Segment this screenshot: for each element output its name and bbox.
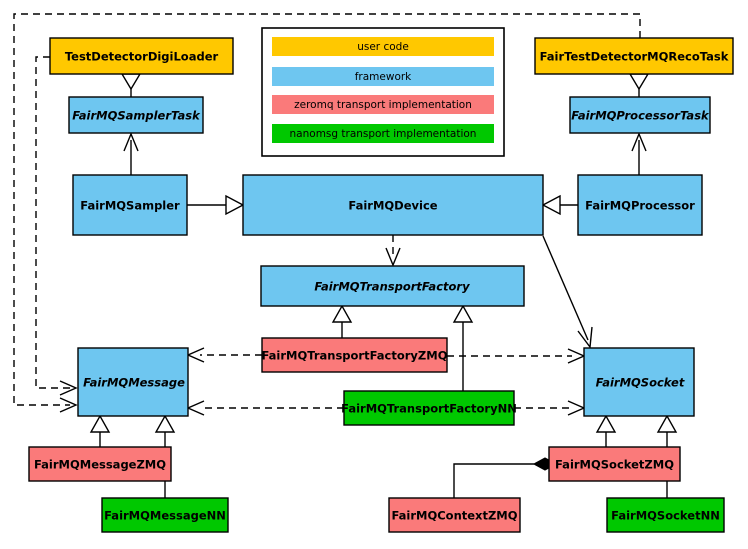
legend-swatch-nanomsg bbox=[272, 124, 494, 143]
legend-swatch-zeromq bbox=[272, 95, 494, 114]
legend: user code framework zeromq transport imp… bbox=[261, 27, 505, 157]
node-box bbox=[49, 37, 234, 75]
node-label: FairMQSampler bbox=[80, 199, 180, 213]
node-FairMQSocket[interactable]: FairMQSocket bbox=[583, 347, 695, 417]
legend-item-user-code: user code bbox=[272, 37, 494, 56]
edge-processortask-to-recotask bbox=[628, 73, 650, 97]
node-label: FairMQSocketZMQ bbox=[555, 458, 674, 472]
node-label: FairMQDevice bbox=[348, 199, 437, 213]
edge-sampler-to-device bbox=[187, 194, 245, 216]
edge-device-to-transportfactory bbox=[385, 235, 401, 267]
node-FairMQSocketZMQ[interactable]: FairMQSocketZMQ bbox=[548, 446, 681, 482]
edge-recotask-to-message bbox=[13, 13, 641, 413]
node-box bbox=[28, 446, 172, 482]
node-box bbox=[388, 497, 521, 533]
node-label: FairMQTransportFactoryZMQ bbox=[261, 349, 447, 363]
edge-device-to-socket bbox=[542, 235, 593, 349]
node-box bbox=[577, 174, 703, 236]
node-box bbox=[72, 174, 188, 236]
legend-swatch-user-code bbox=[272, 37, 494, 56]
node-box bbox=[548, 446, 681, 482]
edge-processor-to-processortask bbox=[631, 132, 647, 175]
legend-swatch-framework bbox=[272, 67, 494, 86]
edge-socketzmq-to-socket bbox=[595, 414, 617, 447]
node-FairMQSampler[interactable]: FairMQSampler bbox=[72, 174, 188, 236]
legend-label-framework: framework bbox=[355, 71, 412, 83]
node-box bbox=[569, 96, 711, 134]
edge-tfnn-to-socket bbox=[514, 400, 586, 416]
node-FairMQTransportFactoryNN[interactable]: FairMQTransportFactoryNN bbox=[341, 390, 517, 426]
node-FairMQProcessor[interactable]: FairMQProcessor bbox=[577, 174, 703, 236]
node-box bbox=[343, 390, 515, 426]
node-FairTestDetectorMQRecoTask[interactable]: FairTestDetectorMQRecoTask bbox=[534, 37, 734, 75]
legend-label-nanomsg: nanomsg transport implementation bbox=[290, 128, 477, 140]
node-TestDetectorDigiLoader[interactable]: TestDetectorDigiLoader bbox=[49, 37, 234, 75]
node-box bbox=[534, 37, 734, 75]
node-FairMQContextZMQ[interactable]: FairMQContextZMQ bbox=[388, 497, 521, 533]
legend-item-nanomsg: nanomsg transport implementation bbox=[272, 124, 494, 143]
node-FairMQMessageZMQ[interactable]: FairMQMessageZMQ bbox=[28, 446, 172, 482]
node-label: FairMQTransportFactoryNN bbox=[341, 402, 517, 416]
edge-tfzmq-to-message bbox=[186, 347, 262, 363]
edge-sampler-to-samplertask bbox=[123, 132, 139, 175]
node-label: FairMQSocketNN bbox=[611, 509, 720, 523]
legend-label-zeromq: zeromq transport implementation bbox=[294, 99, 472, 111]
node-label: FairMQProcessor bbox=[585, 199, 695, 213]
node-box bbox=[68, 96, 204, 134]
edge-tfzmq-to-tf bbox=[331, 304, 353, 338]
node-label: FairMQMessage bbox=[83, 376, 185, 390]
node-label: FairMQProcessorTask bbox=[571, 109, 710, 123]
node-FairMQSocketNN[interactable]: FairMQSocketNN bbox=[606, 497, 725, 533]
edge-samplertask-to-digiloader bbox=[120, 73, 142, 97]
node-label: FairMQTransportFactory bbox=[314, 280, 470, 294]
legend-item-zeromq: zeromq transport implementation bbox=[272, 95, 494, 114]
node-box bbox=[77, 347, 189, 417]
node-label: FairMQMessageZMQ bbox=[34, 458, 166, 472]
edge-digiloader-to-message bbox=[35, 56, 78, 396]
node-box bbox=[101, 497, 229, 533]
node-FairMQMessageNN[interactable]: FairMQMessageNN bbox=[101, 497, 229, 533]
node-box bbox=[261, 337, 448, 373]
node-FairMQMessage[interactable]: FairMQMessage bbox=[77, 347, 189, 417]
node-FairMQDevice[interactable]: FairMQDevice bbox=[242, 174, 544, 236]
edge-messagezmq-to-message bbox=[89, 414, 111, 447]
node-label: FairTestDetectorMQRecoTask bbox=[540, 50, 729, 64]
edge-tfzmq-to-socket bbox=[447, 348, 586, 364]
legend-item-framework: framework bbox=[272, 67, 494, 86]
node-box bbox=[260, 265, 525, 307]
node-FairMQSamplerTask[interactable]: FairMQSamplerTask bbox=[68, 96, 204, 134]
node-label: FairMQSamplerTask bbox=[72, 109, 201, 123]
node-box bbox=[242, 174, 544, 236]
edge-tfnn-to-message bbox=[186, 400, 344, 416]
node-box bbox=[583, 347, 695, 417]
node-label: FairMQSocket bbox=[596, 376, 685, 390]
edge-processor-to-device bbox=[541, 194, 578, 216]
edge-contextzmq-to-socketzmq bbox=[453, 457, 558, 498]
edge-tfnn-to-tf bbox=[452, 304, 474, 391]
legend-label-user-code: user code bbox=[357, 41, 409, 53]
node-label: TestDetectorDigiLoader bbox=[65, 50, 219, 64]
node-box bbox=[606, 497, 725, 533]
node-FairMQProcessorTask[interactable]: FairMQProcessorTask bbox=[569, 96, 711, 134]
node-FairMQTransportFactory[interactable]: FairMQTransportFactory bbox=[260, 265, 525, 307]
node-label: FairMQMessageNN bbox=[104, 509, 226, 523]
node-FairMQTransportFactoryZMQ[interactable]: FairMQTransportFactoryZMQ bbox=[261, 337, 448, 373]
node-label: FairMQContextZMQ bbox=[391, 509, 517, 523]
